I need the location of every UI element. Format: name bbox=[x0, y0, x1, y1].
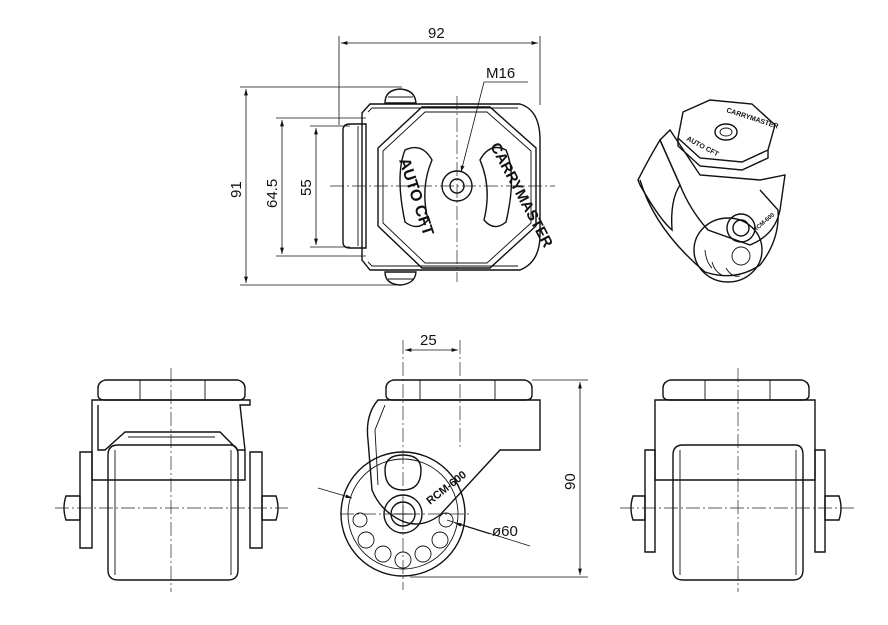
front-view-right bbox=[620, 368, 855, 592]
dim-55: 55 bbox=[298, 179, 315, 196]
iso-label-auto-cft: AUTO CFT bbox=[685, 136, 720, 159]
dim-dia-60: ø60 bbox=[492, 523, 518, 540]
label-carrymaster: CARRYMASTER bbox=[486, 140, 556, 251]
front-view-left bbox=[55, 368, 288, 592]
dim-m16: M16 bbox=[486, 65, 515, 82]
dim-25: 25 bbox=[420, 332, 437, 349]
iso-label-carrymaster: CARRYMASTER bbox=[725, 107, 779, 130]
dim-90: 90 bbox=[562, 473, 579, 490]
isometric-view: CARRYMASTER AUTO CFT RCM-600 bbox=[637, 99, 786, 283]
dim-92: 92 bbox=[428, 25, 445, 42]
top-view: AUTO CFT CARRYMASTER 92 M16 91 64.5 55 bbox=[228, 25, 556, 286]
label-model: RCM-600 bbox=[424, 469, 468, 507]
dim-91: 91 bbox=[228, 181, 245, 198]
dim-64-5: 64.5 bbox=[264, 179, 281, 208]
iso-label-model: RCM-600 bbox=[752, 212, 776, 234]
side-view-middle: RCM-600 25 90 ø60 bbox=[317, 332, 588, 590]
